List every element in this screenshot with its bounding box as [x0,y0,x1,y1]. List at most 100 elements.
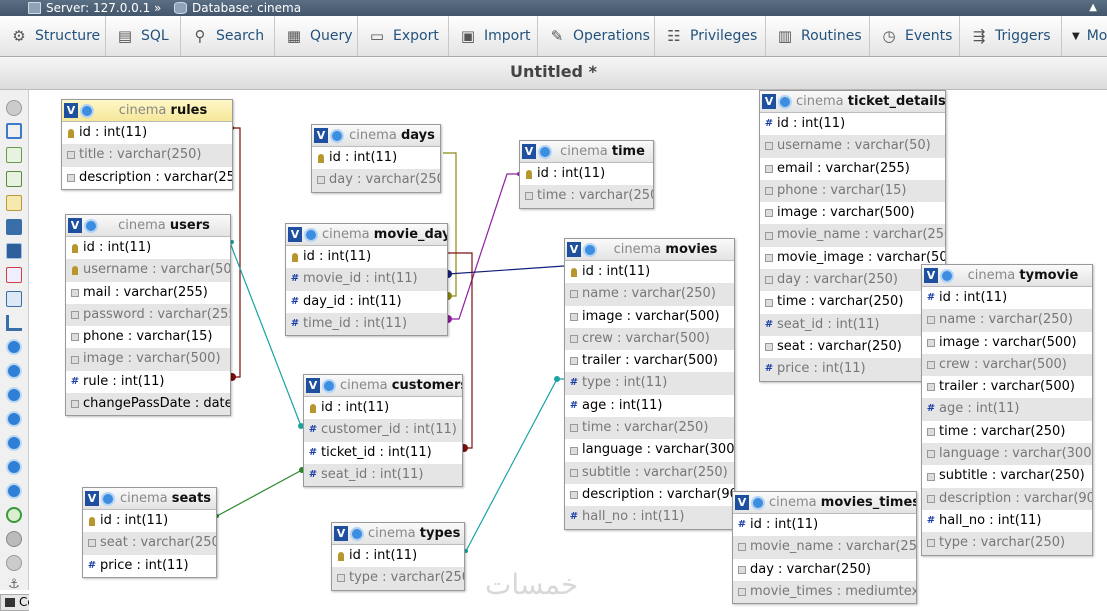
column-row[interactable]: id : int(11) [62,122,232,144]
gear-icon[interactable] [330,128,344,143]
column-row[interactable]: #id : int(11) [760,113,945,135]
column-row[interactable]: #movie_id : int(11) [286,268,447,291]
tab-events[interactable]: ◷Events [870,16,960,56]
column-row[interactable]: mail : varchar(255) [66,282,230,304]
tab-export[interactable]: ▭Export [358,16,449,56]
save-icon[interactable] [6,219,22,235]
column-row[interactable]: #price : int(11) [83,555,216,577]
grid-icon[interactable] [6,435,22,451]
column-row[interactable]: time : varchar(250) [565,417,734,440]
column-row[interactable]: trailer : varchar(500) [565,350,734,372]
table-header[interactable]: V cinema tymovie [922,265,1092,287]
table-header[interactable]: V cinema movie_day [286,224,447,246]
gear-icon[interactable] [778,94,792,109]
column-row[interactable]: trailer : varchar(500) [922,376,1092,398]
toggle-columns-icon[interactable]: V [567,242,581,257]
column-row[interactable]: #hall_no : int(11) [922,510,1092,532]
column-row[interactable]: email : varchar(255) [760,158,945,180]
new-page-icon[interactable] [6,147,22,163]
column-row[interactable]: username : varchar(50) [760,135,945,158]
table-movies-times[interactable]: V cinema movies_times #id : int(11) movi… [732,491,917,605]
edit-page-icon[interactable] [6,195,22,211]
toggle-columns-icon[interactable]: V [522,144,536,159]
column-row[interactable]: id : int(11) [332,545,464,567]
table-header[interactable]: V cinema movies [565,239,734,261]
column-row[interactable]: time : varchar(250) [760,291,945,313]
column-row[interactable]: id : int(11) [565,261,734,283]
column-row[interactable]: image : varchar(500) [922,332,1092,354]
column-row[interactable]: description : varchar(900) [565,484,734,506]
column-row[interactable]: seat : varchar(250) [83,532,216,555]
table-header[interactable]: V cinema rules [62,100,232,122]
column-row[interactable]: #age : int(11) [565,395,734,417]
column-row[interactable]: #time_id : int(11) [286,312,447,336]
toggle-columns-icon[interactable]: V [314,128,328,143]
gear-icon[interactable] [350,526,364,541]
table-rules[interactable]: V cinema rules id : int(11) title : varc… [61,99,233,190]
list-icon[interactable] [6,291,22,307]
gear-icon[interactable] [80,103,94,118]
column-row[interactable]: image : varchar(500) [66,348,230,371]
column-row[interactable]: subtitle : varchar(250) [922,465,1092,487]
anchor-icon[interactable]: ⚓ [8,577,20,592]
column-row[interactable]: password : varchar(255) [66,303,230,327]
gear-icon[interactable] [101,491,115,506]
table-movie-day[interactable]: V cinema movie_day id : int(11) #movie_i… [285,223,448,337]
tab-query[interactable]: ▦Query [275,16,358,56]
toggle-columns-icon[interactable]: V [306,378,320,393]
column-row[interactable]: name : varchar(250) [565,283,734,306]
column-row[interactable]: #age : int(11) [922,398,1092,421]
column-row[interactable]: #id : int(11) [922,287,1092,309]
gear-icon[interactable] [583,242,597,257]
tab-sql[interactable]: ▤SQL [106,16,181,56]
table-header[interactable]: V cinema types [332,523,464,545]
table-header[interactable]: V cinema ticket_details [760,91,945,113]
column-row[interactable]: day : varchar(250) [312,169,440,192]
column-row[interactable]: #seat_id : int(11) [304,463,462,487]
gear-icon[interactable] [304,227,318,242]
column-row[interactable]: #rule : int(11) [66,371,230,393]
column-row[interactable]: #price : int(11) [760,358,945,381]
column-row[interactable]: type : varchar(250) [922,532,1092,555]
column-row[interactable]: id : int(11) [66,237,230,259]
column-row[interactable]: crew : varchar(500) [922,353,1092,377]
toggle-columns-icon[interactable]: V [85,491,99,506]
table-header[interactable]: V cinema users [66,215,230,237]
column-row[interactable]: #ticket_id : int(11) [304,442,462,464]
table-customers[interactable]: V cinema customers id : int(11) #custome… [303,374,463,488]
toggle-columns-icon[interactable]: V [334,526,348,541]
column-row[interactable]: description : varchar(900) [922,487,1092,510]
toggle-columns-icon[interactable]: V [762,94,776,109]
toggle-columns-icon[interactable]: V [68,218,82,233]
column-row[interactable]: movie_name : varchar(250) [733,536,916,559]
column-row[interactable]: day : varchar(250) [733,559,916,581]
relation-icon[interactable] [6,315,22,331]
column-row[interactable]: #hall_no : int(11) [565,506,734,529]
table-header[interactable]: V cinema time [520,141,653,163]
column-row[interactable]: movie_name : varchar(250) [760,224,945,247]
tab-more[interactable]: ▼Mo [1062,16,1107,56]
export-schema-icon[interactable] [6,507,22,523]
help-icon[interactable] [6,363,22,379]
column-row[interactable]: username : varchar(50) [66,259,230,282]
tab-routines[interactable]: ▥Routines [766,16,870,56]
toggle-menu-icon[interactable] [6,100,22,116]
table-tymovie[interactable]: V cinema tymovie #id : int(11) name : va… [921,264,1093,556]
table-header[interactable]: V cinema customers [304,375,462,397]
save-as-icon[interactable] [6,243,22,259]
toggle-columns-icon[interactable]: V [735,495,749,510]
table-header[interactable]: V cinema days [312,125,440,147]
gear-icon[interactable] [751,495,765,510]
column-row[interactable]: crew : varchar(500) [565,327,734,351]
column-row[interactable]: description : varchar(250) [62,167,232,189]
column-row[interactable]: id : int(11) [286,246,447,268]
toggle-small-big-icon[interactable] [6,483,22,499]
column-row[interactable]: movie_times : mediumtext [733,580,916,604]
column-row[interactable]: seat : varchar(250) [760,336,945,358]
tab-structure[interactable]: ⚙Structure [0,16,106,56]
snap-grid-icon[interactable] [6,411,22,427]
gear-icon[interactable] [940,268,954,283]
column-row[interactable]: changePassDate : date [66,393,230,416]
column-row[interactable]: time : varchar(250) [520,185,653,208]
table-users[interactable]: V cinema users id : int(11) username : v… [65,214,231,417]
